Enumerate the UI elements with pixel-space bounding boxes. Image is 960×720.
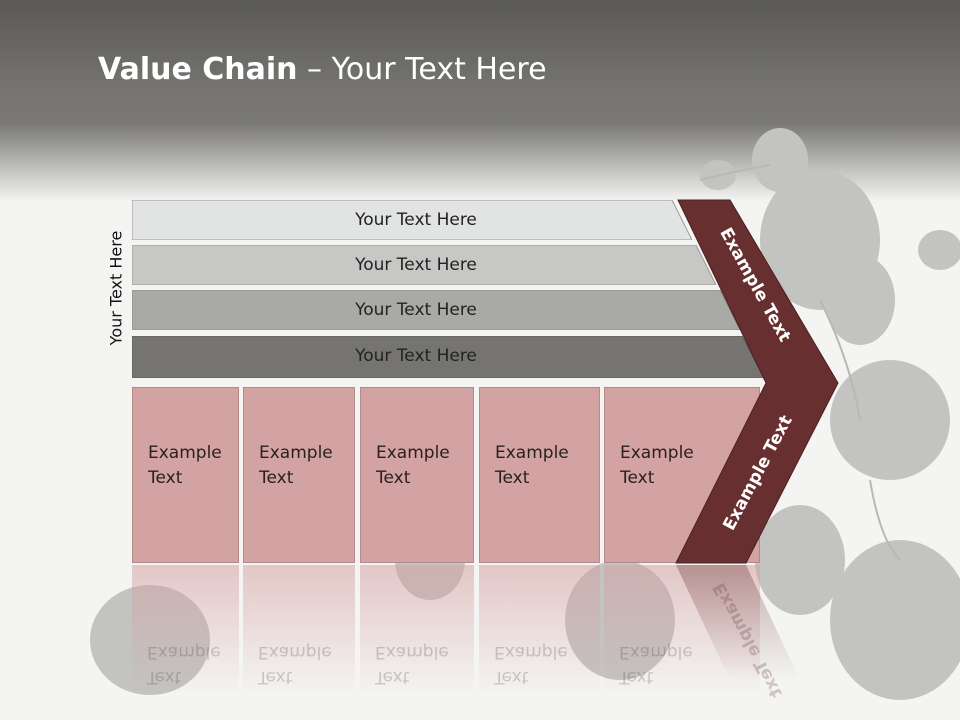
title-bold: Value Chain <box>98 52 298 87</box>
box-5-line-1: Example <box>620 443 694 463</box>
box-5-line-2: Text <box>620 468 655 488</box>
value-chain-row-1: Your Text Here <box>132 200 692 240</box>
box-1-line-1: Example <box>148 443 222 463</box>
row-2-label: Your Text Here <box>355 255 477 275</box>
value-chain-row-2: Your Text Here <box>132 245 716 285</box>
box-3-line-1: Example <box>376 443 450 463</box>
value-chain-row-3: Your Text Here <box>132 290 740 330</box>
box-2-line-1: Example <box>259 443 333 463</box>
value-chain-row-4: Your Text Here <box>132 336 764 378</box>
title-rest: – Your Text Here <box>297 52 547 87</box>
row-2-shape <box>132 245 716 285</box>
row-3-shape <box>132 290 740 330</box>
row-3-label: Your Text Here <box>355 300 477 320</box>
row-1-label: Your Text Here <box>355 210 477 230</box>
box-3-line-2: Text <box>376 468 411 488</box>
box-4-line-2: Text <box>495 468 530 488</box>
page-title: Value Chain – Your Text Here <box>98 52 547 87</box>
row-4-shape <box>132 336 764 378</box>
box-4-line-1: Example <box>495 443 569 463</box>
box-2-line-2: Text <box>259 468 294 488</box>
box-1-line-2: Text <box>148 468 183 488</box>
row-4-label: Your Text Here <box>355 346 477 366</box>
row-1-shape <box>132 200 692 240</box>
